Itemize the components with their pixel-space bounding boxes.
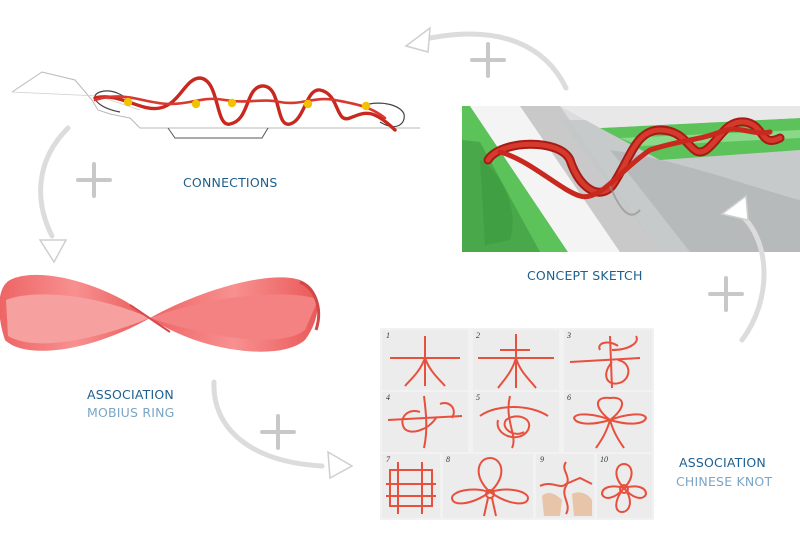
knot-step-8 [443, 454, 533, 518]
knot-step-4 [382, 392, 468, 452]
knot-step-10 [597, 454, 652, 518]
mobius-ring [0, 274, 321, 352]
chinese-knot-label: CHINESE KNOT [676, 474, 773, 489]
knot-step-2 [473, 330, 559, 390]
plus-icon [470, 42, 506, 78]
arrow-mobius-to-knot [211, 379, 325, 469]
plus-icon [708, 276, 744, 312]
flow-arrows [38, 31, 767, 469]
knot-step-number: 3 [566, 331, 571, 340]
knot-step-number: 5 [476, 393, 480, 402]
concept-sketch-label: CONCEPT SKETCH [527, 268, 643, 283]
arrow-knot-to-concept [735, 209, 767, 343]
arrowhead-icon [327, 450, 354, 480]
bridge-deck [167, 127, 269, 139]
knot-step-7 [382, 454, 440, 518]
knot-step-number: 4 [386, 393, 390, 402]
joint-marker-1 [123, 97, 133, 107]
knot-step-number: 1 [386, 331, 390, 340]
plus-icon [260, 414, 296, 450]
mobius-ring-label: MOBIUS RING [87, 405, 175, 420]
connections-label: CONNECTIONS [183, 175, 278, 190]
arrowhead-icon [38, 239, 68, 264]
joint-marker-5 [361, 101, 371, 111]
concept-sketch-render [462, 106, 800, 252]
knot-step-9 [536, 454, 594, 518]
connections-drawing [11, 71, 420, 139]
knot-step-number: 10 [600, 455, 608, 464]
chinese-knot-panel: 1 2 3 4 5 6 7 8 9 10 [380, 328, 654, 520]
arrowheads [38, 26, 749, 480]
association-knot-label: ASSOCIATION [679, 455, 766, 470]
bridge-wave-path-2 [93, 95, 387, 120]
bridge-wave-path [93, 76, 397, 132]
knot-step-number: 9 [540, 455, 544, 464]
knot-step-5 [473, 392, 559, 452]
association-mobius-label: ASSOCIATION [87, 387, 174, 402]
knot-step-number: 6 [567, 393, 571, 402]
terrain-outline [11, 71, 420, 129]
arrowhead-icon [404, 26, 431, 53]
joint-marker-3 [227, 98, 237, 108]
knot-step-number: 2 [476, 331, 480, 340]
plus-signs [76, 42, 744, 450]
joint-marker-2 [191, 99, 201, 109]
knot-step-6 [564, 392, 652, 452]
arrow-connections-to-mobius [38, 125, 71, 239]
knot-step-1 [382, 330, 468, 390]
knot-step-number: 7 [386, 455, 391, 464]
joint-marker-4 [303, 99, 313, 109]
knot-step-number: 8 [446, 455, 450, 464]
arrowhead-icon [720, 194, 749, 221]
plus-icon [76, 162, 112, 198]
knot-step-3 [564, 330, 652, 390]
arrow-concept-to-connections [427, 31, 569, 91]
